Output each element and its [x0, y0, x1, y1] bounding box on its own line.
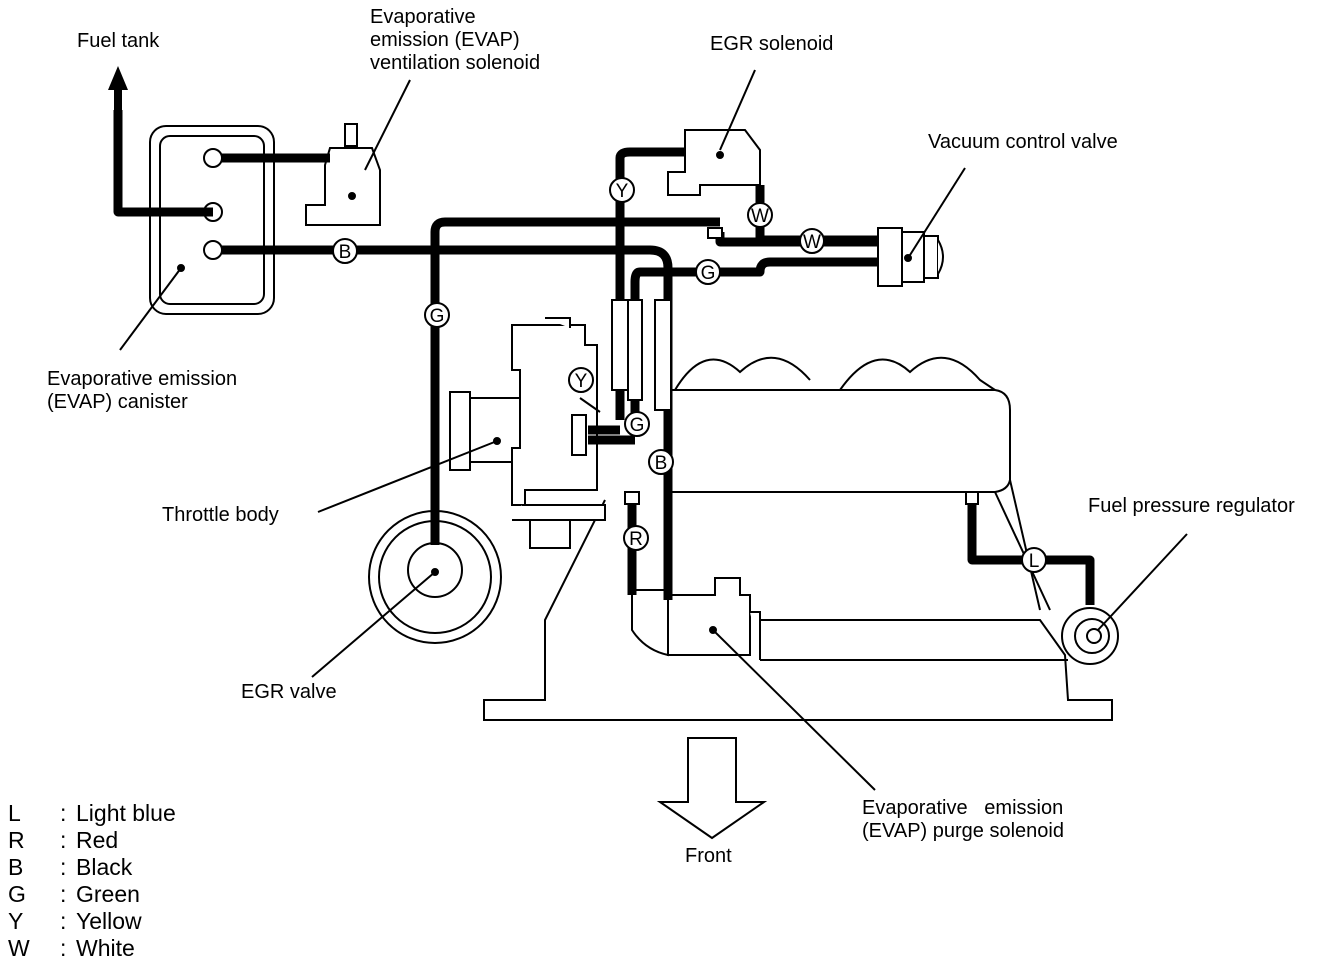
leader-lines	[119, 69, 1188, 791]
hose-tag-g-egr: G	[424, 302, 450, 328]
label-evap-ventilation-solenoid: Evaporative emission (EVAP) ventilation …	[370, 6, 541, 74]
egr-solenoid	[667, 129, 761, 196]
label-vacuum-control-valve: Vacuum control valve	[928, 131, 1118, 153]
svg-text:L: L	[1029, 551, 1040, 572]
svg-text:B: B	[655, 453, 668, 474]
legend-row: G:Green	[8, 881, 140, 907]
svg-text:Y: Y	[616, 181, 629, 202]
hose-tag-y-throttle: Y	[568, 367, 594, 393]
front-arrow-icon	[656, 737, 768, 840]
evap-purge-solenoid	[631, 577, 761, 660]
hose-tags: B G Y W W G Y G	[332, 177, 1047, 573]
legend-row: Y:Yellow	[8, 908, 142, 934]
svg-text:G: G	[701, 263, 716, 284]
hose-tag-r-purge: R	[623, 525, 649, 551]
hose-tag-y-top: Y	[609, 177, 635, 203]
legend-row: W:White	[8, 935, 135, 961]
label-evap-canister: Evaporative emission (EVAP) canister	[47, 368, 238, 413]
legend-row: B:Black	[8, 854, 133, 880]
hose-shells	[611, 227, 979, 505]
fuel-tank-arrow-icon	[108, 66, 128, 112]
hose-tag-text: B	[339, 242, 352, 263]
svg-text:Y: Y	[575, 371, 588, 392]
svg-text:W: W	[803, 232, 821, 253]
label-front: Front	[685, 845, 732, 867]
color-legend: L:Light blue R:Red B:Black G:Green Y:Yel…	[8, 800, 176, 962]
hose-tag-b-throttle: B	[648, 449, 674, 475]
hose-tag-b-main: B	[332, 238, 358, 264]
svg-text:G: G	[430, 306, 445, 327]
svg-text:R: R	[629, 529, 643, 550]
label-fuel-pressure-regulator: Fuel pressure regulator	[1088, 495, 1295, 517]
evap-ventilation-solenoid	[305, 123, 381, 226]
label-throttle-body: Throttle body	[162, 504, 279, 526]
hose-tag-g-valve: G	[695, 259, 721, 285]
hose-tag-w-solenoid: W	[747, 202, 773, 228]
hose-tag-w-valve: W	[799, 228, 825, 254]
label-evap-purge-solenoid: Evaporative emission (EVAP) purge soleno…	[862, 797, 1064, 842]
label-egr-solenoid: EGR solenoid	[710, 33, 834, 55]
legend-row: L:Light blue	[8, 800, 176, 826]
svg-text:G: G	[630, 415, 645, 436]
label-egr-valve: EGR valve	[241, 681, 337, 703]
legend-row: R:Red	[8, 827, 119, 853]
hose-tag-l-regulator: L	[1021, 547, 1047, 573]
intake-manifold	[483, 356, 1113, 721]
label-fuel-tank: Fuel tank	[77, 30, 160, 52]
svg-text:W: W	[751, 206, 769, 227]
vacuum-hoses	[113, 110, 1095, 605]
hose-tag-g-throttle: G	[624, 411, 650, 437]
vacuum-control-valve	[877, 227, 944, 287]
throttle-body	[449, 317, 606, 549]
